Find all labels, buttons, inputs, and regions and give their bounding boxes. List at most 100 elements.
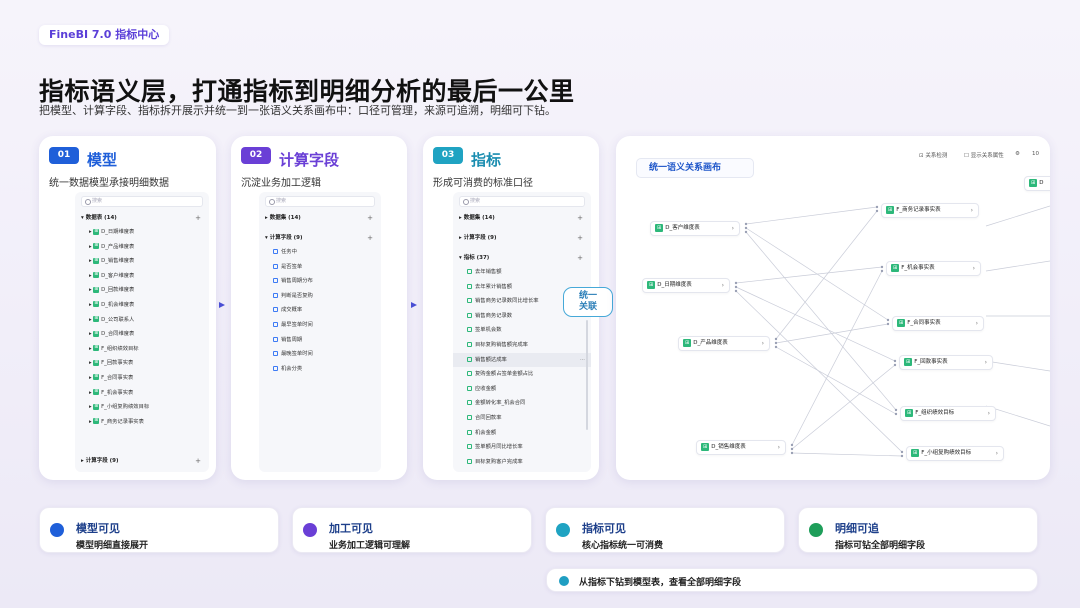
expand-chevron-icon[interactable]: ▸ [89,418,94,425]
search-input[interactable]: 搜索 [81,196,203,207]
add-icon[interactable]: + [195,457,201,465]
tree-item[interactable]: 机会分类 [259,362,381,377]
tree-item[interactable]: 目标复购客户完成率 [453,455,591,470]
expand-chevron-icon[interactable]: ▸ [89,404,94,411]
add-icon[interactable]: + [577,234,583,242]
expand-chevron-icon[interactable]: ▸ [89,374,94,381]
tree-item[interactable]: ▸ ⊞F_回款事实表 [75,356,209,371]
tree-item[interactable]: 签单额月同比增长率 [453,440,591,455]
tree-item[interactable]: 合同回款率 [453,411,591,426]
tree-item[interactable]: ▸ ⊞F_商务记录事实表 [75,415,209,430]
expand-chevron-icon[interactable]: ▸ [89,258,94,265]
tree-item-label: 机会金额 [475,429,497,436]
tree-group-datasets[interactable]: ▸ 数据集 (14)+ [453,211,591,225]
tree-item[interactable]: 签单机会数 [453,323,591,338]
search-input[interactable]: 搜索 [459,196,585,207]
tree-item[interactable]: ▸ ⊞F_机会事实表 [75,386,209,401]
tree-item[interactable]: 销售商务记录数同比增长率 [453,294,591,309]
table-icon: ⊞ [93,286,100,293]
tree-group-calc[interactable]: ▸ 计算字段 (9)+ [453,231,591,245]
settings-icon[interactable]: ⚙ [1015,151,1020,157]
tree-item[interactable]: ▸ ⊞D_日期维度表 [75,225,209,240]
tree-item[interactable]: 目标复购客户数 [453,469,591,472]
more-icon[interactable]: ··· [579,356,585,363]
expand-chevron-icon[interactable]: ▸ [89,389,94,396]
tree-item[interactable]: ▸ ⊞D_销售维度表 [75,254,209,269]
semantic-node[interactable]: ⊞F_组织绩效目标› [900,406,996,421]
expand-chevron-icon[interactable]: ▸ [89,243,94,250]
tree-item[interactable]: ▸ ⊞F_组织绩效目标 [75,342,209,357]
semantic-node[interactable]: ⊞F_商务记录事实表› [881,203,979,218]
add-icon[interactable]: + [367,234,373,242]
tree-group-calc[interactable]: ▸ 计算字段 (9)+ [75,454,209,468]
chevron-right-icon[interactable]: › [995,450,998,457]
tree-group-metrics[interactable]: ▾ 指标 (37)+ [453,251,591,265]
tree-item[interactable]: 销售周期 [259,333,381,348]
tree-item[interactable]: 成交概率 [259,303,381,318]
tree-item[interactable]: 金额转化率_机会合同 [453,396,591,411]
expand-chevron-icon[interactable]: ▸ [89,229,94,235]
expand-chevron-icon[interactable]: ▸ [89,345,94,352]
tree-item[interactable]: ▸ ⊞F_合同事实表 [75,371,209,386]
tree-item[interactable]: ▸ ⊞D_公司联系人 [75,313,209,328]
search-input[interactable]: 搜索 [265,196,375,207]
tree-item[interactable]: 最晚签单时间 [259,347,381,362]
tree-item[interactable]: 最早签单时间 [259,318,381,333]
chevron-right-icon[interactable]: › [721,282,724,289]
expand-chevron-icon[interactable]: ▸ [89,287,94,294]
semantic-node[interactable]: ⊞D_客户维度表› [650,221,740,236]
tree-item[interactable]: ▸ ⊞D_客户维度表 [75,269,209,284]
show-relation-attr-toggle[interactable]: ☐ 显示关系属性 [964,153,1004,159]
tree-item[interactable]: 复购金额占签单金额占比 [453,367,591,382]
calc-field-icon [273,336,278,342]
expand-chevron-icon[interactable]: ▸ [89,360,94,367]
semantic-node[interactable]: ⊞F_小组复购绩效目标› [906,446,1004,461]
chevron-right-icon[interactable]: › [984,359,987,366]
semantic-node[interactable]: ⊞D_销售维度表› [696,440,786,455]
tree-item[interactable]: 机会金额 [453,426,591,441]
tree-item[interactable]: 目标复购销售额完成率 [453,338,591,353]
chevron-right-icon[interactable]: › [975,320,978,327]
expand-chevron-icon[interactable]: ▸ [89,301,94,308]
add-icon[interactable]: + [367,214,373,222]
relation-check-button[interactable]: ⊡ 关系检测 [919,153,948,159]
tree-item[interactable]: ▸ ⊞D_产品维度表 [75,240,209,255]
expand-chevron-icon[interactable]: ▸ [89,272,94,279]
tree-item[interactable]: 去年累计销售额 [453,280,591,295]
tree-item[interactable]: 销售商务记录数 [453,309,591,324]
chevron-right-icon[interactable]: › [970,207,973,214]
tree-group-tables[interactable]: ▾ 数据表 (14)+ [75,211,209,225]
add-icon[interactable]: + [577,214,583,222]
semantic-node[interactable]: ⊞F_合同事实表› [892,316,984,331]
semantic-node[interactable]: ⊞F_机会事实表› [886,261,981,276]
tree-item[interactable]: ▸ ⊞D_合同维度表 [75,327,209,342]
semantic-node[interactable]: ⊞D_产品维度表› [678,336,770,351]
chevron-right-icon[interactable]: › [972,265,975,272]
tree-item[interactable]: ▸ ⊞D_机会维度表 [75,298,209,313]
expand-chevron-icon[interactable]: ▸ [89,316,94,323]
add-icon[interactable]: + [195,214,201,222]
tree-group-calc[interactable]: ▾ 计算字段 (9)+ [259,231,381,245]
tree-item[interactable]: 销售额达成率··· [453,352,591,368]
chevron-right-icon[interactable]: › [987,410,990,417]
tree-item[interactable]: 任务中 [259,245,381,260]
tree-item[interactable]: 应收金额 [453,382,591,397]
tree-item[interactable]: 判断是否复购 [259,289,381,304]
chevron-right-icon[interactable]: › [731,225,734,232]
semantic-node[interactable]: ⊞D [1024,176,1050,191]
node-label: D_客户维度表 [665,225,700,231]
semantic-node[interactable]: ⊞D_日期维度表› [642,278,730,293]
chevron-right-icon[interactable]: › [777,444,780,451]
add-icon[interactable]: + [577,254,583,262]
expand-chevron-icon[interactable]: ▸ [89,331,94,338]
chevron-right-icon[interactable]: › [761,340,764,347]
tree-item[interactable]: 去年销售额 [453,265,591,280]
tree-item[interactable]: 是否签单 [259,260,381,275]
tree-group-datasets[interactable]: ▸ 数据集 (14)+ [259,211,381,225]
tree-item[interactable]: ▸ ⊞D_回款维度表 [75,283,209,298]
tree-item[interactable]: ▸ ⊞F_小组复购绩效目标 [75,400,209,415]
relation-line [791,364,896,450]
semantic-node[interactable]: ⊞F_回款事实表› [899,355,993,370]
scrollbar[interactable] [586,320,588,430]
tree-item[interactable]: 销售周期分布 [259,274,381,289]
